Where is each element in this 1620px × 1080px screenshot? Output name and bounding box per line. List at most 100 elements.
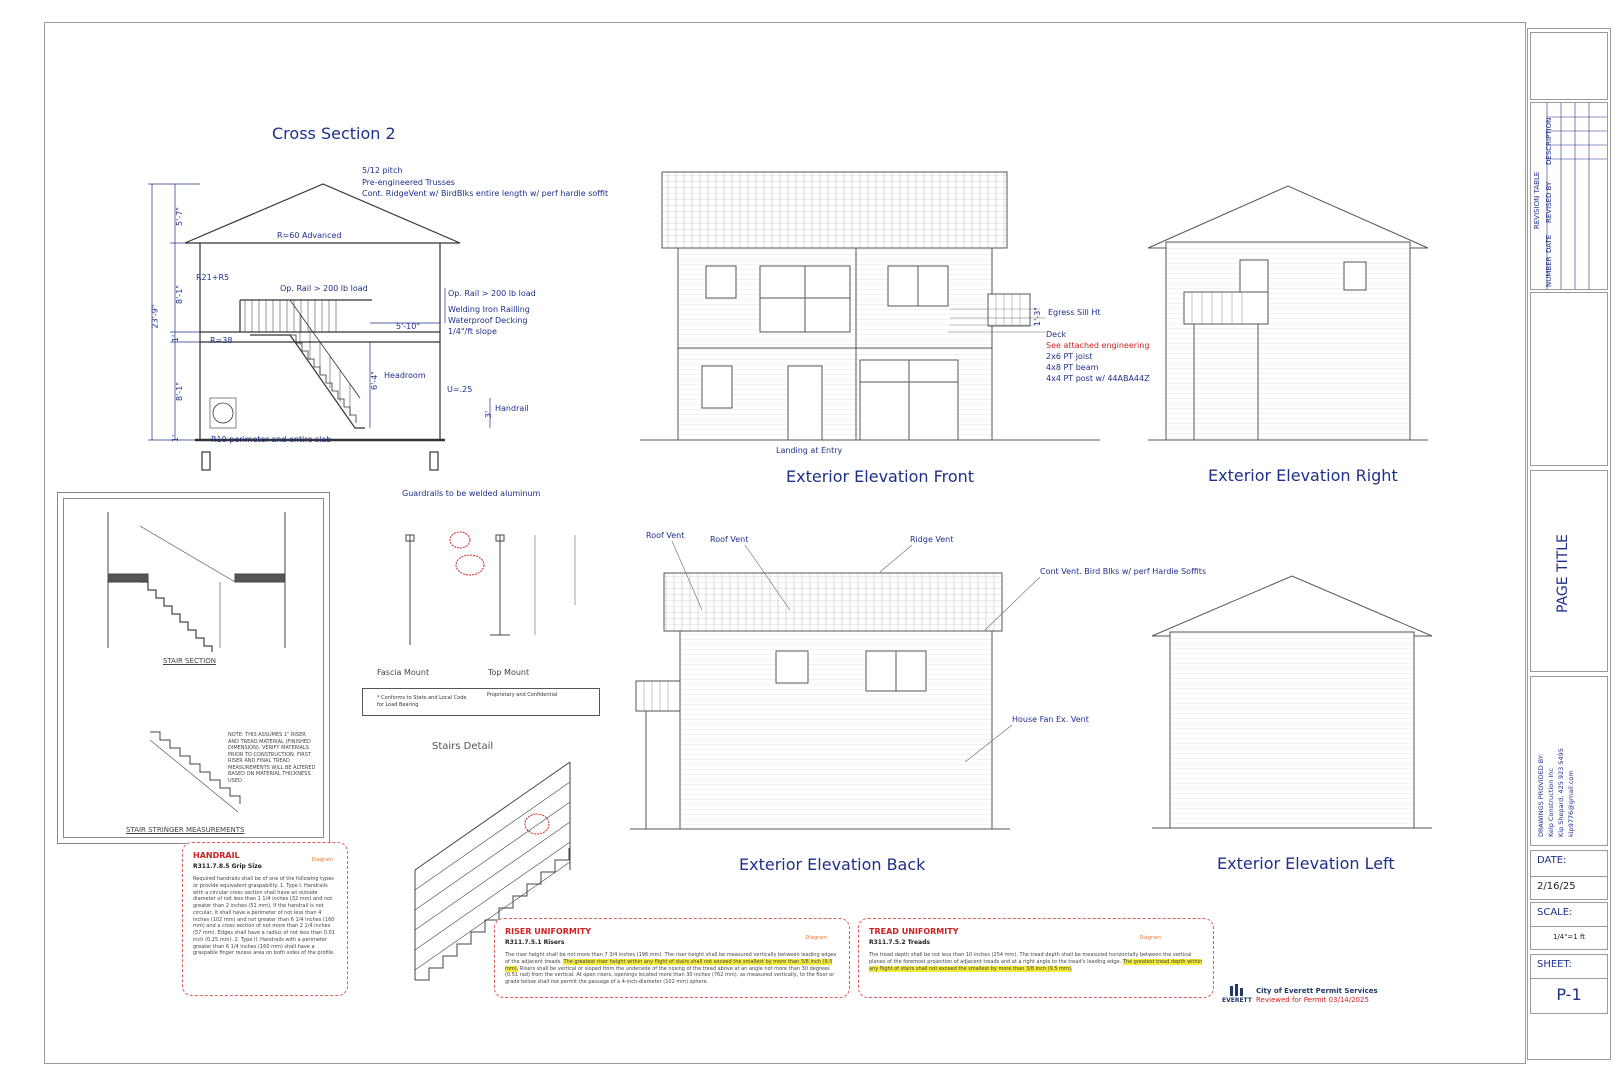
note-roof-vent-2: Roof Vent [710,535,749,544]
guardrail-heading: Guardrails to be welded aluminum [402,489,541,498]
cross-section-title: Cross Section 2 [272,124,396,143]
elevation-back-title: Exterior Elevation Back [739,855,926,874]
guardrail-proprietary: Proprietary and Confidential [487,692,558,698]
revision-date-col: DATE [1545,234,1553,253]
dim-5-10: 5'-10" [396,322,421,331]
tread-code-box: TREAD UNIFORMITY R311.7.5.2 Treads Diagr… [858,918,1214,998]
guardrail-drawing [405,531,576,645]
tread-heading: TREAD UNIFORMITY [869,927,959,936]
note-egress: Egress Sill Ht [1048,308,1101,317]
elevation-front-drawing [640,171,1100,441]
note-landing: Landing at Entry [776,446,843,455]
revision-table-label: REVISION TABLE [1533,171,1541,229]
tread-section: R311.7.5.2 Treads [869,939,930,946]
stair-section-label: STAIR SECTION [163,657,216,665]
guardrail-conform-note: * Conforms to State and Local Code for L… [377,695,467,708]
handrail-section: R311.7.8.5 Grip Size [193,863,262,870]
top-mount-label: Top Mount [488,668,530,677]
drawings-company: Kelp Construction Inc [1547,768,1555,837]
everett-logo-icon [1224,984,1250,1000]
tb-logo-box [1530,32,1608,100]
revision-by-col: REVISED BY [1545,181,1553,223]
sheet-value: P-1 [1556,985,1582,1004]
date-label: DATE: [1537,855,1567,866]
riser-heading: RISER UNIFORMITY [505,927,592,936]
note-beam: 4x8 PT beam [1046,363,1099,372]
handrail-diagram-tag: Diagram [311,857,333,863]
revision-number-col: NUMBER [1545,256,1553,288]
stair-stringer-label: STAIR STRINGER MEASUREMENTS [126,826,245,834]
note-deck: Deck [1046,330,1067,339]
stamp-line2: Reviewed for Permit 03/14/2025 [1256,996,1369,1004]
stamp-org: EVERETT [1222,997,1252,1004]
date-value-box: 2/16/25 [1530,876,1608,900]
note-ridgevent: Cont. RidgeVent w/ BirdBlks entire lengt… [362,189,609,198]
note-ridge-vent: Ridge Vent [910,535,954,544]
note-decking: Waterproof Decking [448,316,528,325]
note-r38: R=38 [210,336,233,345]
elevation-left-drawing [1151,575,1433,829]
note-r21: R21+R5 [196,273,230,282]
tread-body-pre: The tread depth shall be not less than 1… [869,952,1192,965]
drawings-by-label: DRAWINGS PROVIDED BY: [1537,753,1545,837]
riser-body-pre: The riser height shall be not more than … [505,952,837,965]
tread-body: The tread depth shall be not less than 1… [869,952,1203,972]
date-value: 2/16/25 [1537,881,1576,892]
riser-body-post: Risers shall be vertical or sloped from … [505,965,835,986]
page-title-box: PAGE TITLE [1530,470,1608,672]
stair-detail-panel-inner [63,498,324,838]
drawings-provided-box: DRAWINGS PROVIDED BY: Kelp Construction … [1530,676,1608,846]
note-u25: U=.25 [447,385,473,394]
cross-section-drawing [148,183,491,471]
tb-blank-box [1530,292,1608,466]
handrail-body: Required handrails shall be of one of th… [193,876,335,957]
scale-label-box: SCALE: [1530,902,1608,928]
stair-section-drawing [107,512,286,652]
sheet-label: SHEET: [1537,959,1572,970]
note-handrail: Handrail [495,404,529,413]
sheet-value-box: P-1 [1530,978,1608,1014]
note-house-fan: House Fan Ex. Vent [1012,715,1089,724]
note-welding: Welding Iron Railling [448,305,530,314]
note-cont-vent: Cont Vent. Bird Blks w/ perf Hardie Soff… [1040,567,1207,576]
elevation-right-title: Exterior Elevation Right [1208,466,1398,485]
scale-value: 1/4"=1 ft [1552,933,1586,941]
note-engineering: See attached engineering [1046,341,1150,350]
riser-code-box: RISER UNIFORMITY R311.7.5.1 Risers Diagr… [494,918,850,998]
note-post: 4x4 PT post w/ 44ABA44Z [1046,374,1150,383]
fascia-mount-label: Fascia Mount [377,668,430,677]
revision-table: REVISION TABLE NUMBER DATE REVISED BY DE… [1530,102,1608,290]
scale-value-box: 1/4"=1 ft [1530,926,1608,950]
riser-body: The riser height shall be not more than … [505,952,839,986]
note-op-rail-left: Op. Rail > 200 lb load [280,284,368,293]
tread-diagram-tag: Diagram [1139,935,1161,941]
note-headroom: Headroom [384,371,426,380]
handrail-heading: HANDRAIL [193,851,240,860]
scale-label: SCALE: [1537,907,1573,918]
sheet-border [44,22,1526,1064]
riser-section: R311.7.5.1 Risers [505,939,565,946]
stamp-line1: City of Everett Permit Services [1256,987,1378,995]
revision-desc-col: DESCRIPTION [1545,117,1553,165]
sheet-label-box: SHEET: [1530,954,1608,980]
stairs-detail-title: Stairs Detail [432,741,494,752]
elevation-back-drawing [630,572,1010,830]
date-label-box: DATE: [1530,850,1608,878]
note-r10: R10 perimeter and entire slab [211,435,332,444]
note-roof-vent-1: Roof Vent [646,531,685,540]
note-pitch: 5/12 pitch [362,166,403,175]
note-op-rail-right: Op. Rail > 200 lb load [448,289,536,298]
drawings-email: kip9776@gmail.com [1567,770,1575,837]
page-title: PAGE TITLE [1555,534,1571,613]
elevation-left-title: Exterior Elevation Left [1217,854,1395,873]
elevation-right-drawing [1147,185,1429,441]
drawings-contact: Kip Shepard, 425 923 5495 [1557,748,1565,837]
stair-stringer-drawing [149,731,241,813]
note-joist: 2x6 PT joist [1046,352,1093,361]
note-r60: R=60 Advanced [277,231,342,240]
elevation-front-title: Exterior Elevation Front [786,467,975,486]
stair-stringer-note: NOTE: THIS ASSUMES 1" RISER AND TREAD MA… [228,732,316,784]
note-trusses: Pre-engineered Trusses [362,178,455,187]
riser-diagram-tag: Diagram [805,935,827,941]
